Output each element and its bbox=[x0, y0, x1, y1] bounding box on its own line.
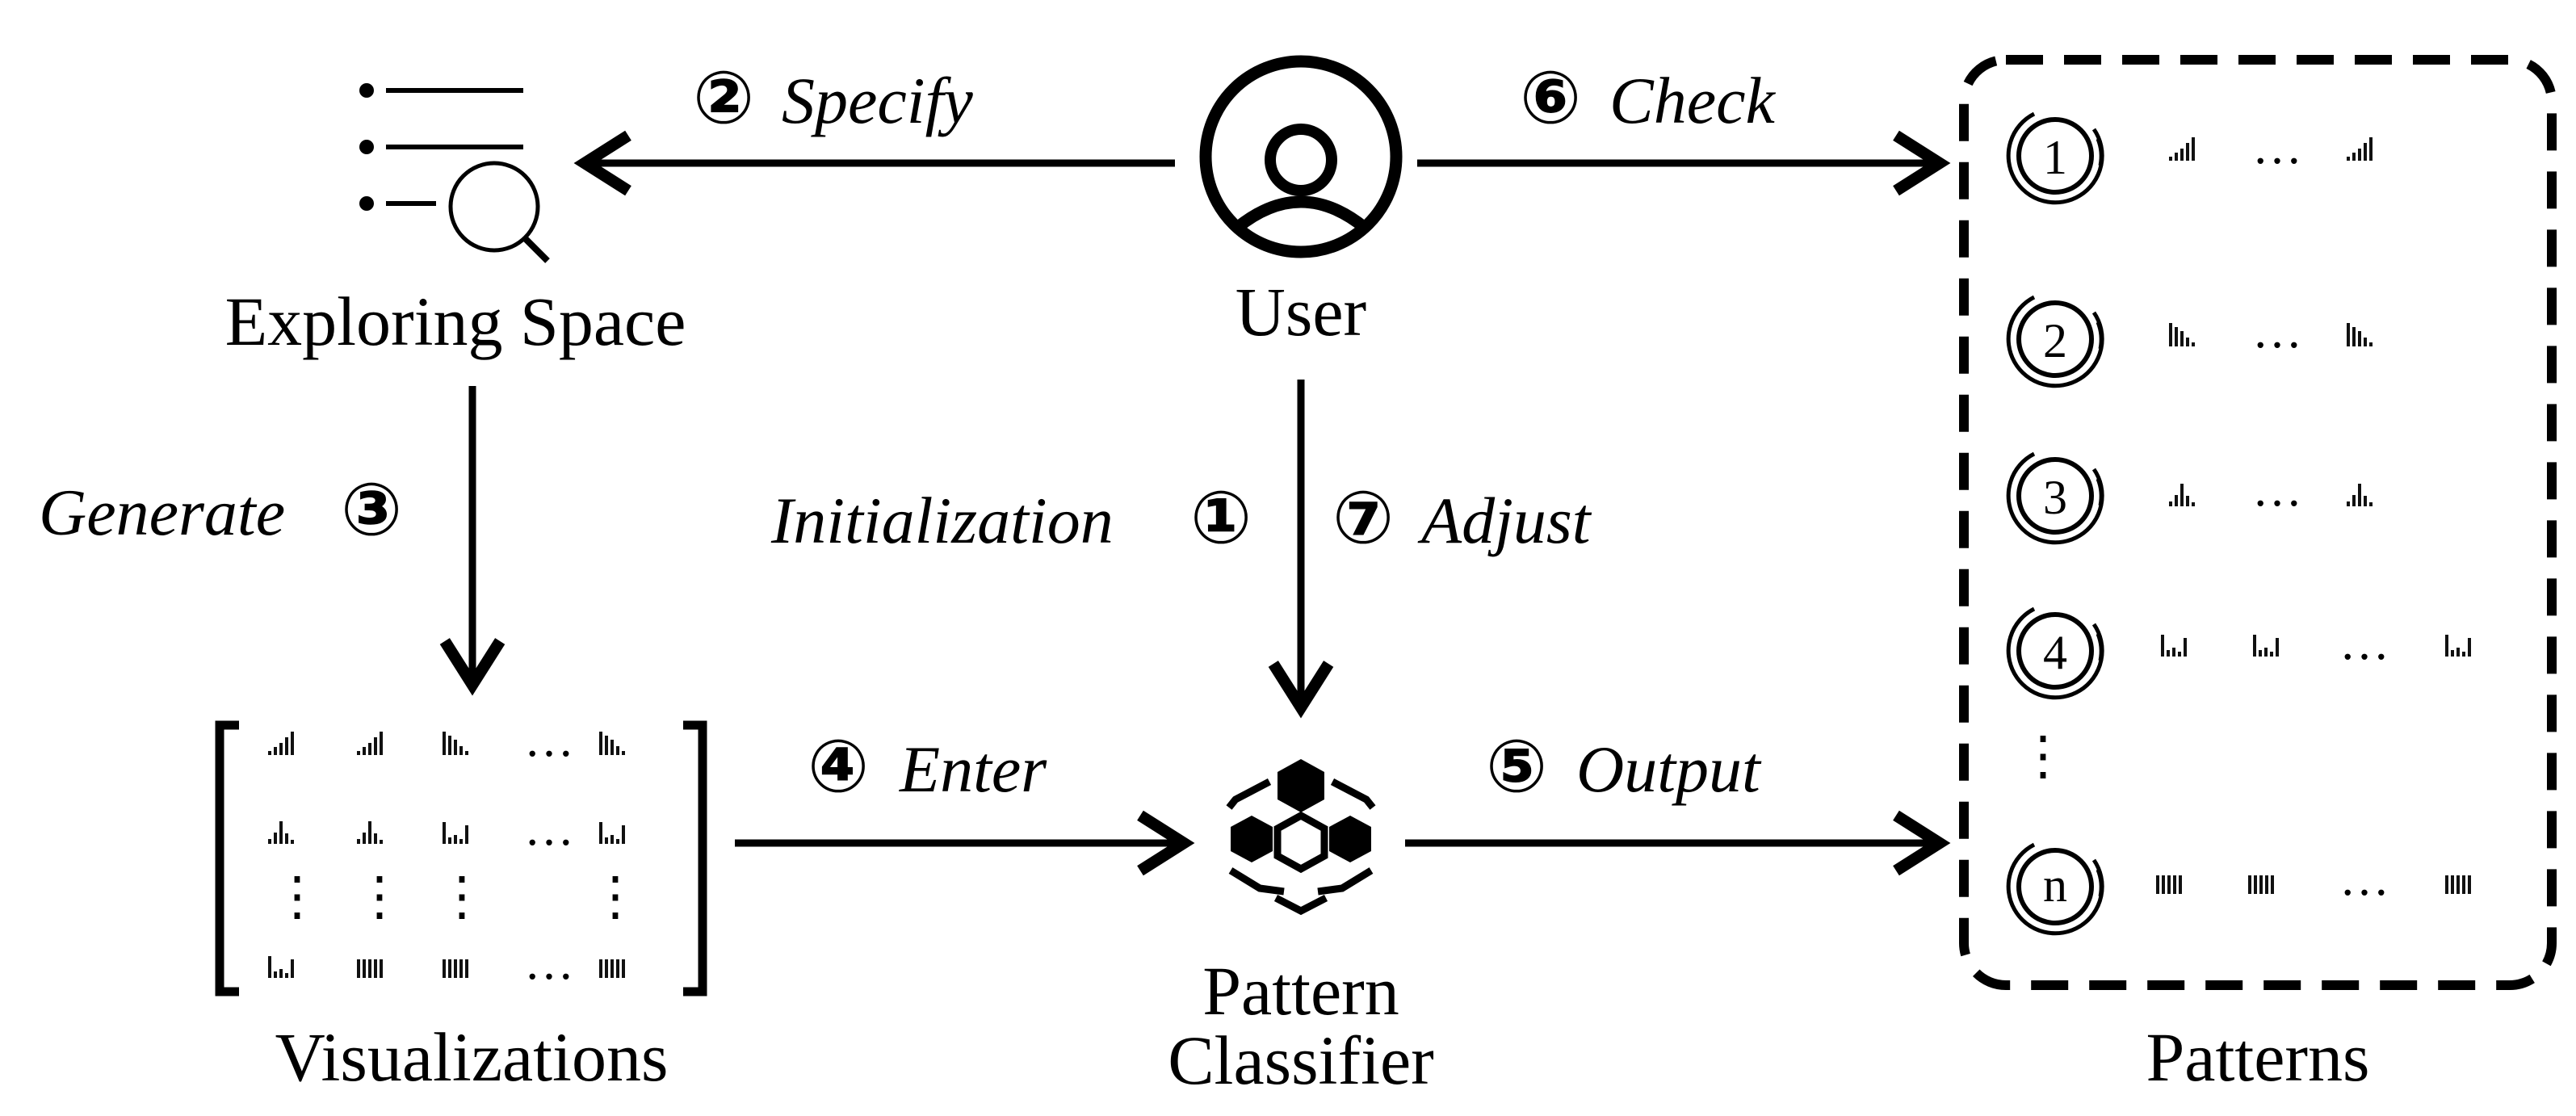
list-search-icon bbox=[359, 83, 550, 263]
exploring-space-label: Exploring Space bbox=[225, 283, 686, 360]
visualizations-label: Visualizations bbox=[275, 1018, 669, 1096]
vertical-ellipsis: ⋮ bbox=[271, 867, 324, 926]
pattern-id: 3 bbox=[2043, 471, 2067, 524]
step-number: ⑥ bbox=[1520, 56, 1581, 141]
pattern-id: 2 bbox=[2043, 314, 2067, 367]
mini-bar-chart bbox=[599, 822, 625, 844]
step-label: Specify bbox=[782, 64, 973, 137]
step-label: Generate bbox=[39, 476, 285, 549]
mini-bar-chart bbox=[2156, 875, 2182, 894]
step-label: Check bbox=[1609, 64, 1776, 137]
mini-bar-chart bbox=[357, 959, 383, 978]
ellipsis: … bbox=[2252, 304, 2302, 359]
mini-bar-chart bbox=[2347, 323, 2373, 346]
mini-bar-chart bbox=[2169, 484, 2195, 506]
mini-bar-chart bbox=[2445, 635, 2471, 657]
right-bracket bbox=[683, 720, 707, 996]
step-label: Adjust bbox=[1417, 484, 1592, 557]
step-number: ④ bbox=[808, 724, 869, 809]
step-number: ② bbox=[693, 56, 754, 141]
mini-bar-chart bbox=[443, 732, 468, 755]
ellipsis: … bbox=[524, 712, 574, 767]
step-label: Initialization bbox=[770, 484, 1114, 557]
mini-bar-chart bbox=[2169, 137, 2195, 161]
mini-bar-chart bbox=[268, 821, 294, 844]
vertical-ellipsis: ⋮ bbox=[353, 867, 406, 926]
ellipsis: … bbox=[2339, 851, 2389, 906]
step-number: ⑦ bbox=[1332, 476, 1394, 560]
ellipsis: … bbox=[2252, 120, 2302, 174]
mini-bar-chart bbox=[599, 959, 625, 978]
classifier-label-line2: Classifier bbox=[1168, 1022, 1434, 1099]
step-number: ③ bbox=[341, 468, 402, 552]
pattern-id: n bbox=[2043, 858, 2067, 912]
step-check: ⑥ Check bbox=[1520, 56, 1777, 141]
pattern-id: 4 bbox=[2043, 626, 2067, 679]
step-generate: Generate ③ bbox=[39, 468, 402, 552]
cube-network-icon bbox=[1226, 759, 1376, 916]
step-label: Enter bbox=[899, 732, 1047, 806]
pattern-row: 1 … bbox=[2008, 114, 2373, 203]
mini-bar-chart bbox=[268, 732, 294, 755]
user-icon bbox=[1199, 55, 1403, 258]
mini-bar-chart bbox=[268, 956, 294, 978]
user-label: User bbox=[1236, 273, 1366, 350]
step-enter: ④ Enter bbox=[808, 724, 1047, 809]
step-specify: ② Specify bbox=[693, 56, 973, 141]
step-label: Output bbox=[1576, 732, 1762, 806]
pattern-id: 1 bbox=[2043, 131, 2067, 184]
vertical-ellipsis: ⋮ bbox=[435, 867, 489, 926]
pattern-row: n … bbox=[2008, 845, 2471, 933]
mini-bar-chart bbox=[2161, 635, 2187, 657]
mini-bar-chart bbox=[443, 822, 468, 844]
mini-bar-chart bbox=[2445, 875, 2471, 894]
pattern-row: 3 … bbox=[2008, 454, 2373, 543]
ellipsis: … bbox=[2339, 615, 2389, 670]
patterns-box bbox=[1959, 55, 2557, 990]
ellipsis: … bbox=[524, 801, 574, 856]
pattern-row: 4 … bbox=[2008, 609, 2471, 698]
step-number: ① bbox=[1190, 476, 1252, 560]
mini-bar-chart bbox=[599, 732, 625, 755]
left-bracket bbox=[215, 720, 239, 996]
mini-bar-chart bbox=[2169, 323, 2195, 346]
pattern-row: 2 … bbox=[2008, 297, 2373, 386]
mini-bar-chart bbox=[357, 821, 383, 844]
mini-bar-chart bbox=[2253, 635, 2279, 657]
ellipsis: … bbox=[524, 935, 574, 990]
step-number: ⑤ bbox=[1486, 724, 1547, 809]
mini-bar-chart bbox=[443, 959, 468, 978]
mini-bar-chart bbox=[2347, 137, 2373, 161]
mini-bar-chart bbox=[2347, 484, 2373, 506]
visualizations-matrix: … … ⋮ ⋮ ⋮ ⋮ … bbox=[215, 712, 707, 996]
patterns-label: Patterns bbox=[2146, 1018, 2369, 1096]
mini-bar-chart bbox=[357, 732, 383, 755]
mini-bar-chart bbox=[2248, 875, 2274, 894]
step-output: ⑤ Output bbox=[1486, 724, 1762, 809]
step-adjust: ⑦ Adjust bbox=[1332, 476, 1592, 560]
vertical-ellipsis: ⋮ bbox=[2016, 727, 2070, 786]
vertical-ellipsis: ⋮ bbox=[589, 867, 642, 926]
ellipsis: … bbox=[2252, 462, 2302, 517]
step-initialization: Initialization ① bbox=[770, 476, 1252, 560]
classifier-label-line1: Pattern bbox=[1202, 952, 1399, 1030]
